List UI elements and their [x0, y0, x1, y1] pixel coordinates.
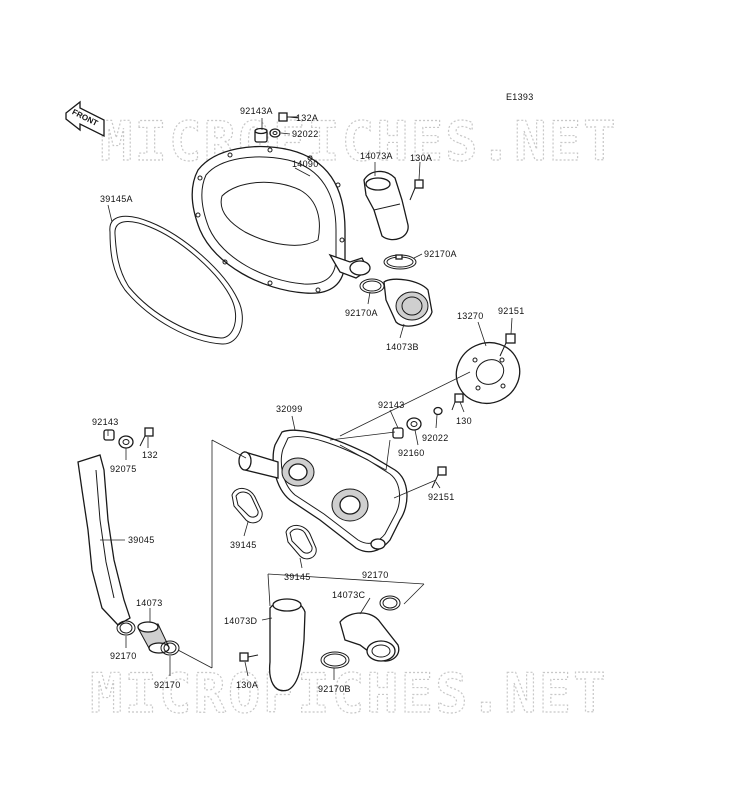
collar-92143A-part [254, 127, 268, 143]
label-39145A: 39145A [100, 194, 133, 204]
duct-14073B-part [383, 278, 433, 327]
collar-92143-left-part [103, 429, 115, 441]
bolt-132-left-part [139, 427, 154, 447]
diagram-code: E1393 [506, 92, 534, 102]
collar-92143-mid-part [392, 427, 404, 439]
front-arrow-icon: FRONT [65, 100, 105, 138]
bolt-92151-mid-part [431, 466, 447, 489]
label-130-mid: 130 [456, 416, 472, 426]
label-14073A: 14073A [360, 151, 393, 161]
label-92022-mid: 92022 [422, 433, 449, 443]
nut-92160-part [406, 417, 422, 431]
label-132A: 132A [296, 113, 318, 123]
label-130A-top: 130A [410, 153, 432, 163]
washer-92022-mid-part [433, 406, 443, 416]
gasket-39145A-part [109, 215, 243, 345]
clamp-92170A-bottom-part [359, 278, 385, 294]
label-92170-right: 92170 [362, 570, 389, 580]
bolt-130A-top-part [409, 179, 424, 201]
label-92170-l2: 92170 [154, 680, 181, 690]
label-92170A-right: 92170A [424, 249, 457, 259]
watermark-bottom: MICROFICHES.NET [90, 662, 608, 725]
label-14073: 14073 [136, 598, 163, 608]
label-92075: 92075 [110, 464, 137, 474]
label-39145-a: 39145 [230, 540, 257, 550]
duct-14073D-part [268, 598, 306, 692]
label-92143-mid: 92143 [378, 400, 405, 410]
clamp-92170B-part [320, 651, 350, 669]
label-92143A: 92143A [240, 106, 273, 116]
label-92022-top: 92022 [292, 129, 319, 139]
label-92170B: 92170B [318, 684, 351, 694]
label-39145-b: 39145 [284, 572, 311, 582]
watermark-top: MICROFICHES.NET [100, 110, 618, 173]
label-92160: 92160 [398, 448, 425, 458]
label-32099: 32099 [276, 404, 303, 414]
label-14090: 14090 [292, 159, 319, 169]
clamp-92170-l2-part [160, 640, 180, 656]
gasket-39145-b-part [285, 525, 317, 560]
outer-cover-part [191, 145, 371, 294]
bolt-92151-top-part [499, 333, 516, 357]
label-130A-bottom: 130A [236, 680, 258, 690]
label-92143-left: 92143 [92, 417, 119, 427]
bolt-130-mid-part [451, 393, 464, 411]
label-92151-mid: 92151 [428, 492, 455, 502]
part-labels: 92143A 132A 92022 14090 14073A 130A 3914… [92, 106, 525, 694]
label-39045: 39045 [128, 535, 155, 545]
gasket-39145-a-part [231, 488, 263, 524]
leader-lines [100, 116, 513, 680]
clamp-92170A-right-part [383, 254, 417, 270]
label-92170A-bottom: 92170A [345, 308, 378, 318]
label-92151-top: 92151 [498, 306, 525, 316]
duct-14073C-part [339, 612, 400, 662]
duct-14073A-part [363, 170, 409, 241]
clamp-92170-right-part [379, 595, 401, 611]
label-14073B: 14073B [386, 342, 419, 352]
duct-14073-part [137, 621, 170, 654]
label-14073C: 14073C [332, 590, 366, 600]
label-92170-l1: 92170 [110, 651, 137, 661]
inner-cover-32099-part [238, 429, 408, 553]
clamp-92170-l1-part [116, 620, 136, 636]
label-132-left: 132 [142, 450, 158, 460]
plate-13270-part [455, 341, 521, 405]
label-13270: 13270 [457, 311, 484, 321]
bolt-130A-bottom-part [239, 652, 259, 662]
label-14073D: 14073D [224, 616, 258, 626]
washer-92022-part [269, 128, 281, 138]
nut-92075-part [118, 435, 134, 449]
